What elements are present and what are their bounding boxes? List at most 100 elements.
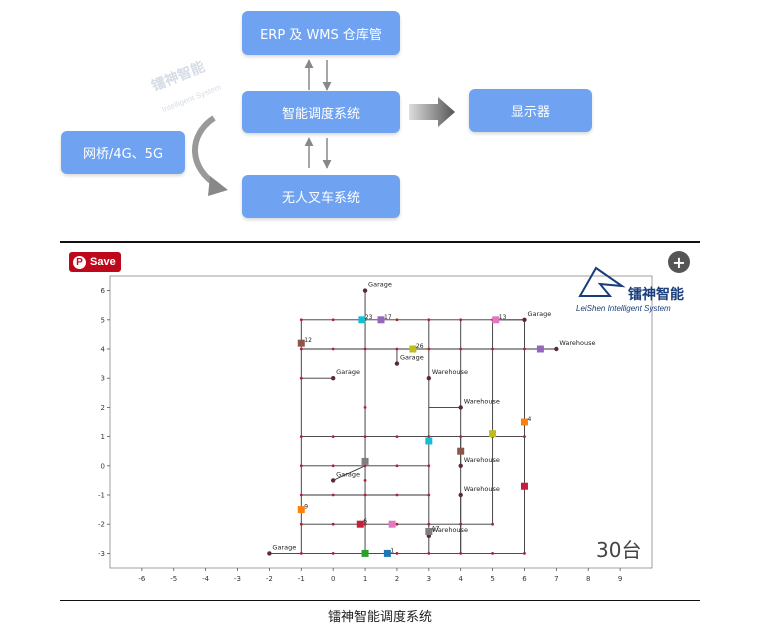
- station-label: Warehouse: [464, 456, 500, 464]
- vehicle-marker: [409, 345, 417, 353]
- logo-text-en: LeiShen Intelligent System: [576, 304, 671, 313]
- path-node: [363, 435, 367, 438]
- vehicle-marker: [358, 316, 366, 324]
- vehicle-id: 17: [384, 314, 392, 321]
- station-point: [458, 492, 463, 498]
- vehicle-marker: [297, 339, 305, 347]
- vehicle-marker: [489, 430, 497, 438]
- vehicle-id: 13: [499, 314, 507, 321]
- path-node: [427, 493, 431, 497]
- x-tick-label: 9: [618, 575, 622, 583]
- display-box: 显示器: [469, 89, 592, 132]
- expand-icon[interactable]: +: [668, 251, 690, 273]
- station-point: [458, 405, 463, 410]
- path-node: [299, 435, 303, 438]
- vehicle-id: 9: [304, 504, 308, 511]
- path-node: [395, 493, 399, 497]
- x-tick-label: 5: [490, 575, 494, 583]
- station-point: [362, 288, 368, 293]
- vehicle-marker: [388, 520, 396, 528]
- path-edge: [332, 465, 366, 481]
- path-node: [363, 479, 367, 482]
- logo-text-cn: 镭神智能: [628, 287, 684, 303]
- vehicle-id: 23: [365, 314, 373, 321]
- dispatch-box: 智能调度系统: [242, 91, 400, 133]
- path-node: [363, 493, 367, 497]
- station-label: Warehouse: [559, 339, 595, 347]
- x-tick-label: 7: [554, 575, 558, 583]
- path-node: [299, 522, 303, 526]
- x-tick-label: 3: [427, 575, 431, 583]
- path-node: [299, 376, 303, 380]
- path-node: [427, 435, 431, 438]
- station-label: Garage: [368, 281, 392, 289]
- logo-icon: [578, 266, 626, 297]
- path-node: [331, 464, 335, 468]
- path-node: [363, 406, 367, 409]
- path-node: [363, 522, 367, 526]
- station-label: Warehouse: [464, 397, 500, 405]
- bridge-box: 网桥/4G、5G: [61, 131, 185, 174]
- station-label: Garage: [336, 470, 360, 478]
- station-label: Garage: [527, 310, 551, 318]
- arrow-to-display: [409, 97, 455, 127]
- y-tick-label: 0: [101, 462, 105, 470]
- vehicle-id: 12: [304, 337, 312, 344]
- path-node: [523, 347, 526, 351]
- erp-box: ERP 及 WMS 仓库管: [242, 11, 400, 55]
- vehicle-id: 1: [390, 547, 394, 554]
- path-node: [299, 464, 303, 468]
- pinterest-icon: P: [73, 255, 86, 269]
- path-node: [363, 464, 367, 468]
- path-node: [491, 347, 494, 351]
- vehicle-marker: [520, 482, 528, 490]
- station-point: [522, 317, 527, 322]
- x-tick-label: 8: [586, 575, 590, 583]
- station-label: Warehouse: [432, 368, 468, 376]
- path-node: [299, 552, 303, 555]
- vehicle-marker: [297, 506, 305, 514]
- forklift-box: 无人叉车系统: [242, 175, 400, 218]
- x-tick-label: -6: [138, 575, 146, 583]
- path-node: [363, 347, 367, 351]
- station-point: [426, 376, 432, 381]
- station-point: [330, 478, 336, 483]
- x-tick-label: -5: [170, 575, 177, 583]
- vehicle-id: 17: [432, 526, 440, 533]
- vehicle-marker: [536, 345, 544, 353]
- station-label: Warehouse: [464, 485, 500, 493]
- top-rule: [60, 241, 700, 243]
- path-node: [331, 522, 335, 526]
- path-node: [427, 347, 431, 351]
- station-label: Garage: [400, 354, 424, 362]
- y-tick-label: 4: [101, 346, 106, 354]
- save-button[interactable]: P Save: [69, 252, 121, 272]
- path-node: [491, 552, 494, 555]
- path-node: [459, 318, 463, 322]
- station-label: Warehouse: [432, 526, 468, 534]
- path-node: [331, 318, 335, 322]
- path-node: [459, 522, 463, 526]
- vehicle-marker: [425, 437, 433, 445]
- path-node: [395, 435, 399, 438]
- y-tick-label: 6: [101, 287, 106, 295]
- vehicle-id: 26: [416, 343, 424, 350]
- path-node: [427, 522, 431, 526]
- station-label: Garage: [336, 368, 360, 376]
- path-node: [427, 464, 431, 468]
- x-tick-label: -2: [266, 575, 273, 583]
- y-tick-label: -1: [98, 492, 105, 500]
- flow-connectors: [192, 59, 455, 196]
- vehicle-marker: [361, 549, 369, 557]
- path-node: [459, 435, 463, 438]
- path-node: [523, 435, 526, 438]
- station-label: Garage: [272, 543, 296, 551]
- station-point: [267, 551, 272, 556]
- path-node: [395, 522, 399, 526]
- path-node: [459, 347, 463, 351]
- vehicle-id: 4: [527, 416, 531, 423]
- path-node: [395, 464, 399, 468]
- path-node: [427, 552, 431, 555]
- path-node: [331, 552, 335, 555]
